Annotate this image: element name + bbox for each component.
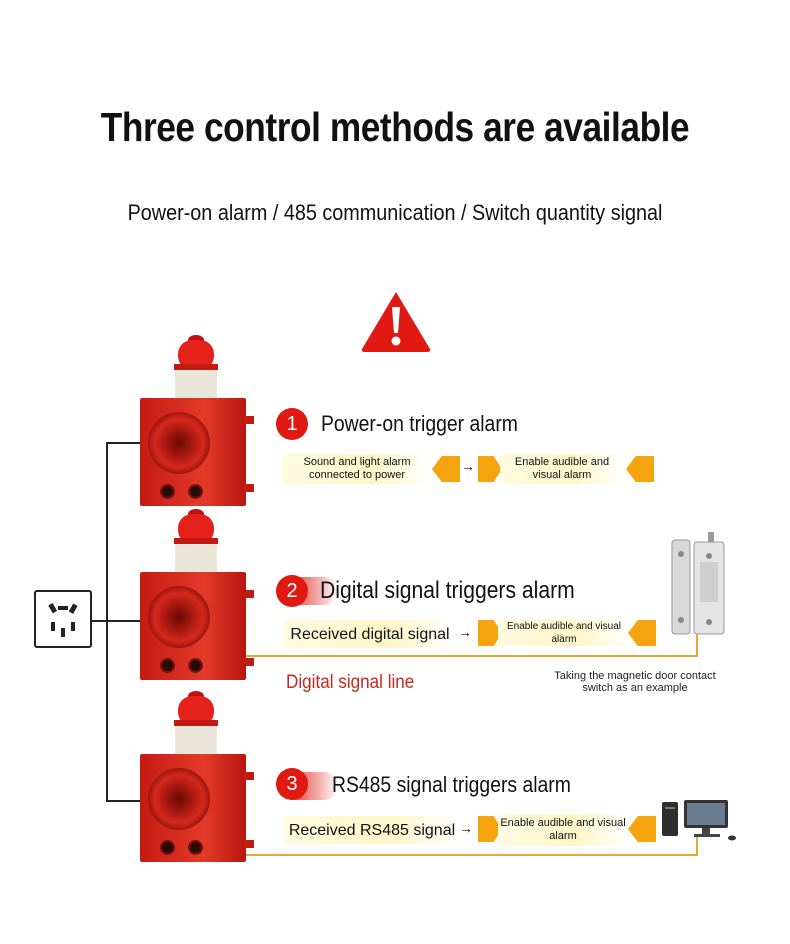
step-number-3: 3 <box>276 768 308 800</box>
power-socket-icon <box>34 590 92 648</box>
method-1-heading: Power-on trigger alarm <box>321 411 518 436</box>
orange-chevron <box>432 456 460 482</box>
horn-speaker-icon <box>148 412 210 474</box>
method-1-result-label: Enable audible and visual alarm <box>500 454 624 484</box>
digital-signal-line-label: Digital signal line <box>286 672 415 693</box>
method-2-input-label: Received digital signal <box>284 620 456 648</box>
orange-chevron <box>628 816 656 842</box>
step-number-1: 1 <box>276 408 308 440</box>
alarm-unit-1 <box>140 334 254 514</box>
method-2-result-label: Enable audible and visual alarm <box>498 620 630 646</box>
horn-speaker-icon <box>148 768 210 830</box>
method-2-heading: Digital signal triggers alarm <box>320 577 575 604</box>
magnetic-door-contact-icon <box>671 532 725 635</box>
alarm-unit-3 <box>140 690 254 870</box>
power-line-1 <box>106 442 144 444</box>
orange-chevron <box>628 620 656 646</box>
arrow-right-icon: → <box>459 820 473 836</box>
digital-signal-line-up <box>696 630 698 657</box>
power-line-3 <box>106 800 144 802</box>
door-contact-caption: Taking the magnetic door contact switch … <box>554 670 716 694</box>
power-line-2 <box>88 620 144 622</box>
arrow-right-icon: → <box>461 458 475 474</box>
step-number-2: 2 <box>276 575 308 607</box>
computer-icon <box>662 800 736 841</box>
horn-speaker-icon <box>148 586 210 648</box>
warning-triangle-icon <box>361 292 431 352</box>
method-1-input-label: Sound and light alarm connected to power <box>282 454 432 484</box>
page-title: Three control methods are available <box>100 104 690 150</box>
strobe-lamp-icon <box>172 335 220 406</box>
method-3-heading: RS485 signal triggers alarm <box>332 772 571 797</box>
page-subtitle: Power-on alarm / 485 communication / Swi… <box>127 200 663 225</box>
orange-tab <box>478 456 502 482</box>
strobe-lamp-icon <box>172 691 220 762</box>
orange-chevron <box>626 456 654 482</box>
method-3-input-label: Received RS485 signal <box>284 816 460 844</box>
digital-signal-line <box>246 655 698 657</box>
strobe-lamp-icon <box>172 509 220 580</box>
alarm-unit-2 <box>140 508 254 688</box>
method-3-result-label: Enable audible and visual alarm <box>498 814 628 846</box>
arrow-right-icon: → <box>458 624 472 640</box>
power-bus-line <box>106 442 108 802</box>
rs485-signal-line-up <box>696 836 698 856</box>
rs485-signal-line <box>246 854 698 856</box>
